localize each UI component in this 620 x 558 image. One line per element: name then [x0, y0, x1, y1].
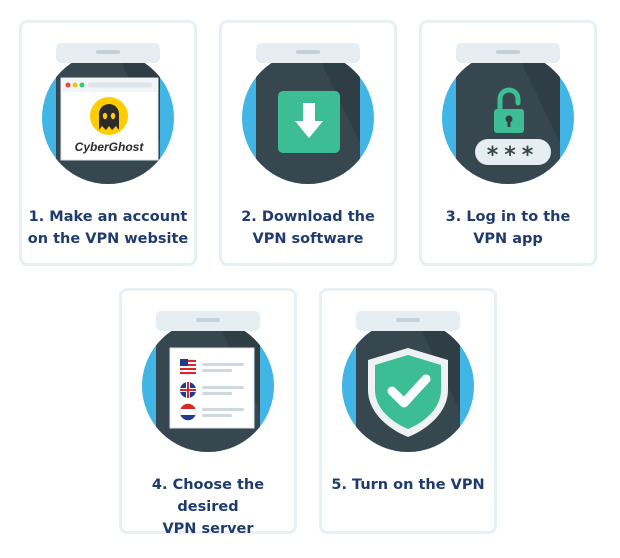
phone-speaker: [296, 50, 320, 54]
step-card-3: *** 3. Log in to the VPN app: [419, 20, 597, 266]
step-label-line1: 3. Log in to the: [445, 209, 571, 225]
server-line: [202, 369, 232, 372]
phone-speaker: [396, 318, 420, 322]
step-label-line2: VPN server: [162, 521, 254, 537]
uk-flag-icon: [180, 382, 196, 398]
password-mask: ***: [487, 143, 540, 168]
phone-shine: [512, 52, 560, 143]
step-label: 5. Turn on the VPN: [322, 474, 494, 496]
server-line: [202, 408, 244, 411]
step-label-line2: VPN software: [252, 231, 364, 247]
download-icon: [278, 91, 340, 153]
step-card-5: 5. Turn on the VPN: [319, 288, 497, 534]
step-label: 2. Download the VPN software: [222, 206, 394, 250]
step-label-line1: 2. Download the: [241, 209, 375, 225]
step-label-line1: 4. Choose the desired: [151, 477, 265, 515]
step-card-4: 4. Choose the desired VPN server: [119, 288, 297, 537]
phone-speaker: [196, 318, 220, 322]
shield-check-icon: [368, 348, 448, 437]
step-card-2: 2. Download the VPN software: [219, 20, 397, 266]
step-label-line2: on the VPN website: [27, 231, 189, 247]
server-line: [202, 392, 232, 395]
us-flag-icon: [179, 358, 197, 376]
step-label: 3. Log in to the VPN app: [422, 206, 594, 250]
step-label: 1. Make an account on the VPN website: [22, 206, 194, 250]
step-label-line2: VPN app: [473, 231, 543, 247]
netherlands-flag-icon: [179, 403, 197, 421]
step-label: 4. Choose the desired VPN server: [122, 474, 294, 540]
server-line: [202, 414, 232, 417]
step-label-line1: 1. Make an account: [28, 209, 188, 225]
step-card-1: CyberGhost 1. Make an account on the VPN…: [19, 20, 197, 266]
server-line: [202, 363, 244, 366]
phone-speaker: [496, 50, 520, 54]
logo-text: CyberGhost: [75, 140, 145, 154]
step-label-line1: 5. Turn on the VPN: [331, 477, 485, 493]
server-line: [202, 386, 244, 389]
unlocked-padlock-icon: [494, 87, 524, 133]
ghost-logo-icon: [90, 97, 128, 135]
phone-speaker: [96, 50, 120, 54]
password-field: [475, 139, 551, 165]
